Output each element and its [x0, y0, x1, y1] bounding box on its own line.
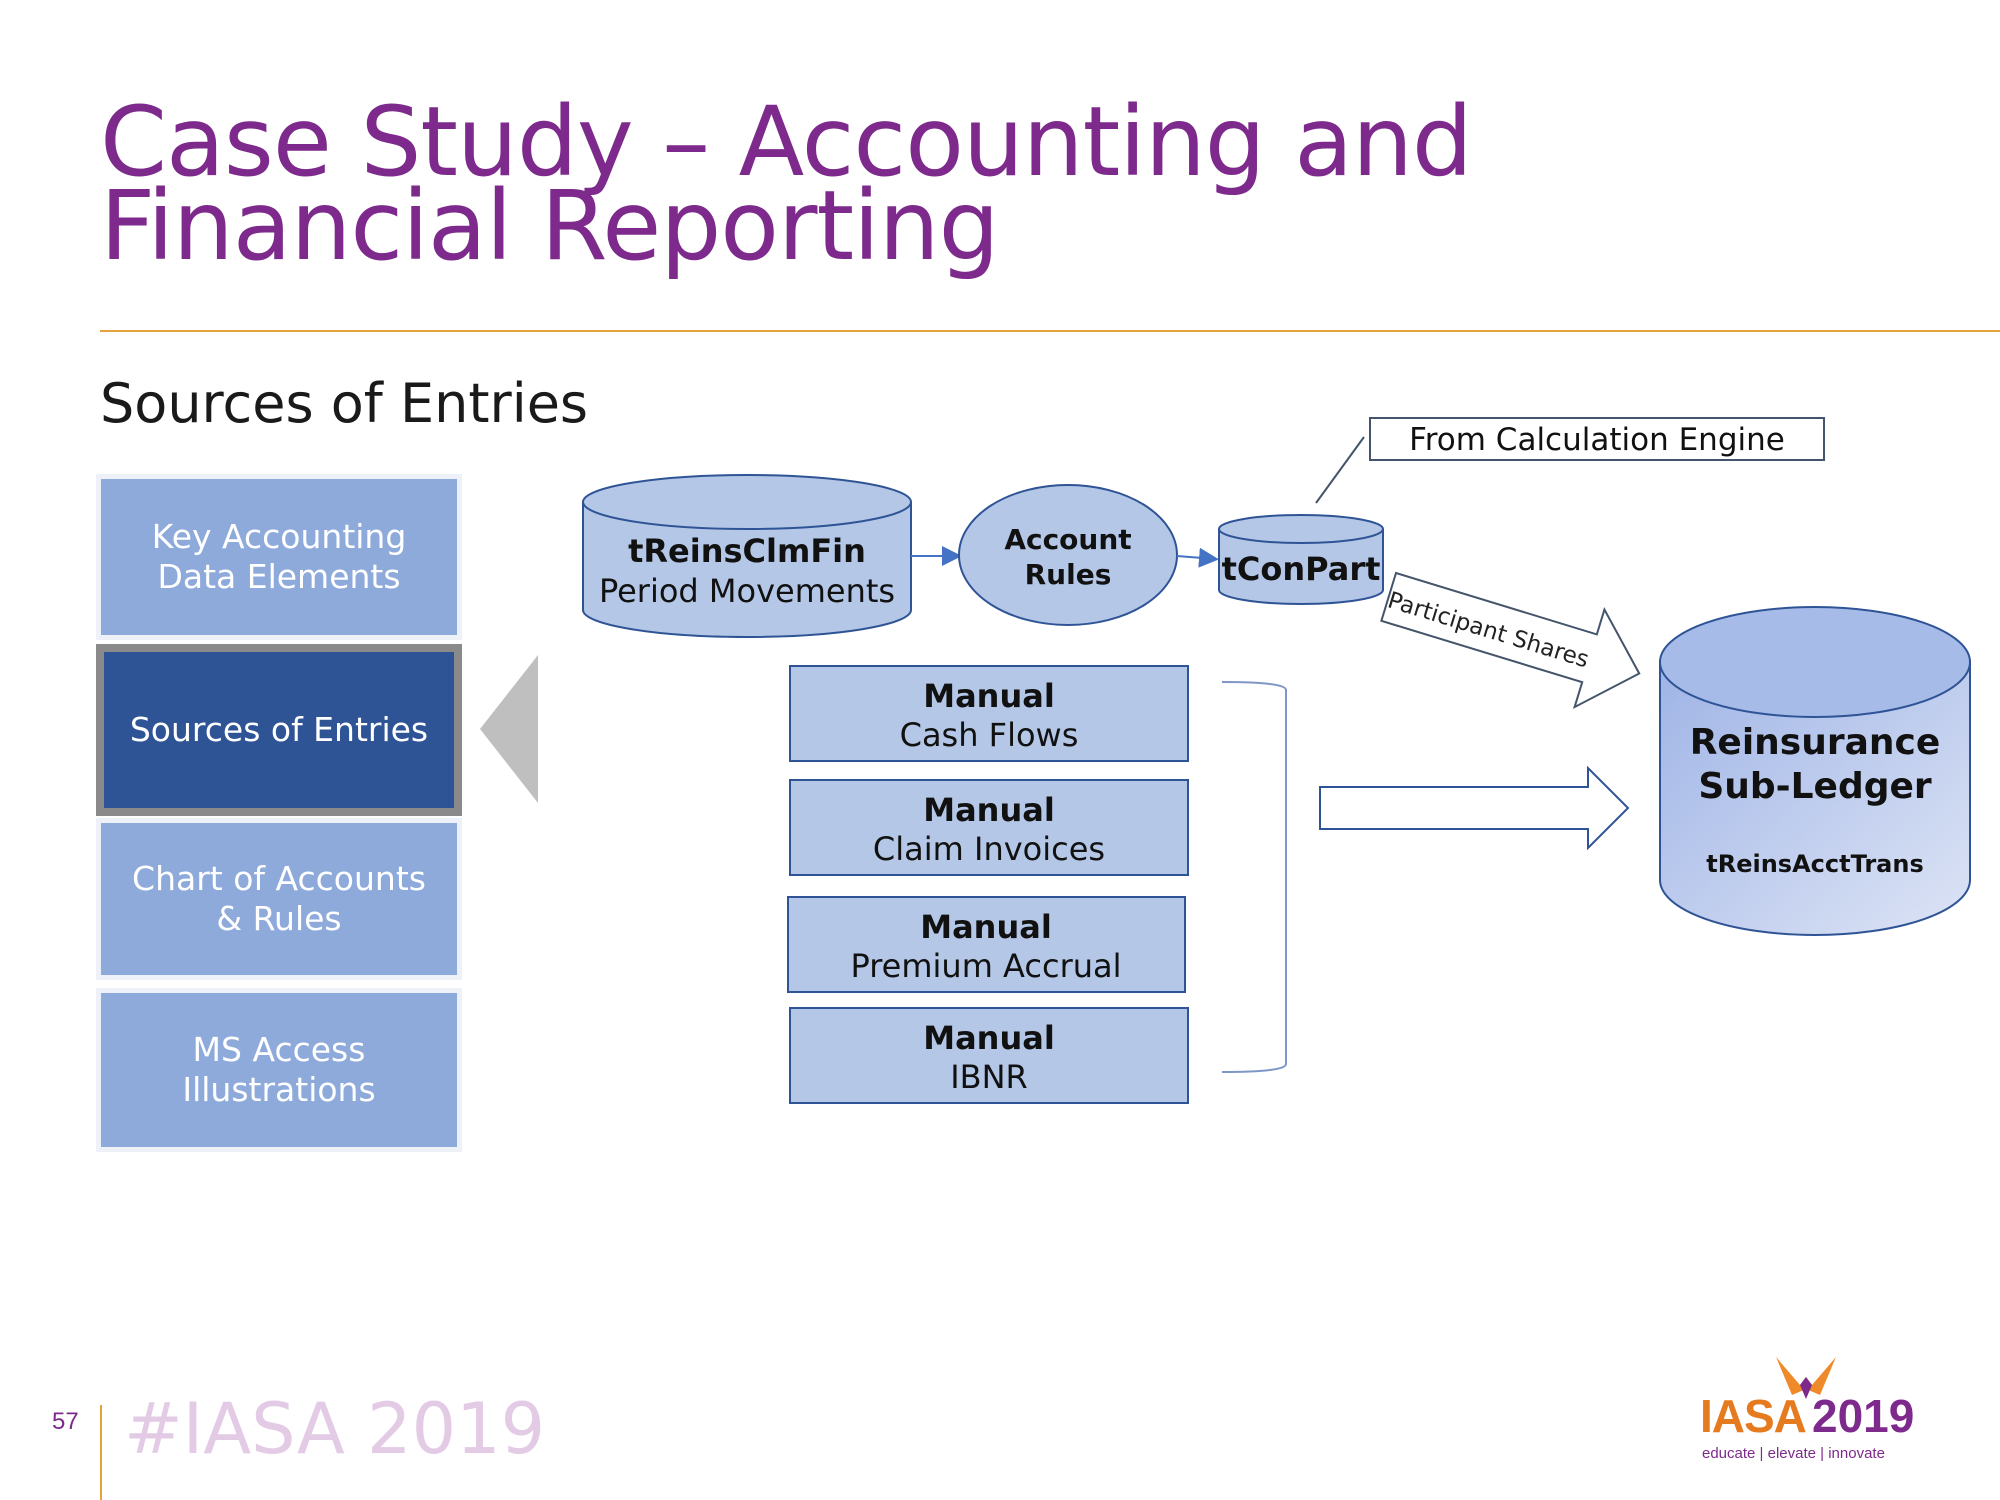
section-subtitle: Sources of Entries — [100, 372, 589, 435]
nav-item-key-accounting[interactable]: Key Accounting Data Elements — [96, 474, 462, 640]
page-number: 57 — [52, 1408, 79, 1435]
event-hashtag: #IASA 2019 — [124, 1388, 546, 1470]
manual-box-title: Manual — [923, 1019, 1055, 1057]
nav-item-label: MS Access Illustrations — [182, 1030, 376, 1109]
subledger-cylinder: Reinsurance Sub-Ledger tReinsAcctTrans — [1659, 606, 1971, 936]
to-subledger-arrow — [1319, 765, 1630, 851]
nav-item-label: Key Accounting Data Elements — [151, 517, 407, 596]
subledger-table-label: tReinsAcctTrans — [1706, 850, 1923, 878]
manual-box-sub: Claim Invoices — [873, 830, 1105, 868]
nav-item-label: Chart of Accounts & Rules — [132, 859, 426, 938]
manual-box-title: Manual — [923, 677, 1055, 715]
page-title: Case Study – Accounting and Financial Re… — [100, 86, 1473, 282]
manual-group-bracket — [1221, 681, 1287, 1073]
flow-arrow — [1176, 547, 1219, 568]
nav-item-sources-of-entries[interactable]: Sources of Entries — [96, 644, 462, 816]
phoenix-icon — [1776, 1357, 1836, 1399]
participant-shares-arrow: Participant Shares — [1380, 571, 1641, 710]
calc-engine-callout: From Calculation Engine — [1369, 417, 1825, 461]
nav-item-ms-access[interactable]: MS Access Illustrations — [96, 988, 462, 1152]
manual-box-premium-accrual: Manual Premium Accrual — [787, 896, 1186, 993]
period-movements-label: Period Movements — [599, 572, 895, 610]
manual-box-ibnr: Manual IBNR — [789, 1007, 1189, 1104]
manual-box-title: Manual — [920, 908, 1052, 946]
calc-engine-label: From Calculation Engine — [1409, 422, 1785, 458]
nav-item-chart-of-accounts[interactable]: Chart of Accounts & Rules — [96, 818, 462, 980]
manual-box-sub: Cash Flows — [900, 716, 1079, 754]
subledger-label: Reinsurance — [1690, 722, 1941, 763]
callout-line — [1315, 436, 1365, 504]
treinsclmfin-label: tReinsClmFin — [628, 532, 866, 570]
footer-divider — [100, 1405, 102, 1500]
nav-item-label: Sources of Entries — [129, 710, 429, 749]
subledger-label: Sub-Ledger — [1698, 766, 1932, 807]
manual-box-cash-flows: Manual Cash Flows — [789, 665, 1189, 762]
logo-name: IASA — [1700, 1390, 1807, 1442]
title-divider — [100, 330, 2000, 332]
account-rules-label: Account — [1004, 523, 1131, 556]
account-rules-label: Rules — [1025, 558, 1112, 591]
manual-box-sub: Premium Accrual — [850, 947, 1121, 985]
tconpart-cylinder: tConPart — [1218, 514, 1384, 605]
treinsclmfin-cylinder: tReinsClmFin Period Movements — [582, 474, 912, 638]
iasa-logo: IASA 2019 educate | elevate | innovate — [1700, 1355, 1920, 1465]
account-rules-node: Account Rules — [958, 484, 1178, 626]
selection-pointer — [480, 655, 538, 803]
manual-box-claim-invoices: Manual Claim Invoices — [789, 779, 1189, 876]
manual-box-title: Manual — [923, 791, 1055, 829]
logo-tagline: educate | elevate | innovate — [1702, 1445, 1885, 1462]
manual-box-sub: IBNR — [950, 1058, 1028, 1096]
tconpart-label: tConPart — [1222, 550, 1381, 588]
logo-year: 2019 — [1812, 1390, 1915, 1442]
